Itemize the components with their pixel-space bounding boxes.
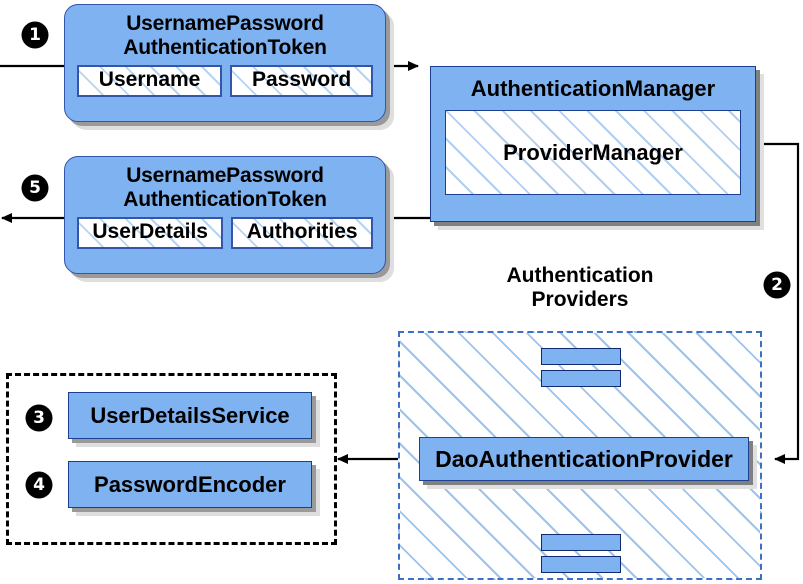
wire-manager-to-provider	[756, 142, 800, 464]
provider-placeholder-bar-2[interactable]	[541, 370, 621, 387]
badge-1: 1	[22, 22, 48, 48]
provider-placeholder-bar-1[interactable]	[541, 348, 621, 365]
badge-5: 5	[22, 175, 48, 201]
provider-placeholder-bar-4[interactable]	[541, 556, 621, 573]
request-token-slots: Username Password	[65, 59, 385, 98]
response-token-title-line2: AuthenticationToken	[123, 187, 327, 211]
providers-group-title-line2: Providers	[531, 287, 629, 311]
dao-authentication-provider-box[interactable]: DaoAuthenticationProvider	[419, 437, 749, 481]
response-token-slot-authorities[interactable]: Authorities	[231, 217, 373, 250]
password-encoder-box[interactable]: PasswordEncoder	[68, 461, 312, 508]
authentication-manager-title: AuthenticationManager	[470, 76, 716, 101]
response-token-slots: UserDetails Authorities	[65, 211, 385, 250]
response-token-title: UsernamePassword AuthenticationToken	[65, 157, 385, 211]
request-token-card[interactable]: UsernamePassword AuthenticationToken Use…	[64, 4, 386, 122]
user-details-service-box[interactable]: UserDetailsService	[68, 392, 312, 439]
badge-3: 3	[26, 405, 52, 431]
request-token-title-line1: UsernamePassword	[126, 12, 324, 35]
request-token-title: UsernamePassword AuthenticationToken	[65, 5, 385, 59]
authentication-manager-box[interactable]: AuthenticationManager ProviderManager	[430, 66, 756, 222]
providers-group-title: Authentication Providers	[455, 264, 705, 312]
badge-4: 4	[26, 472, 52, 498]
provider-placeholder-bar-3[interactable]	[541, 534, 621, 551]
response-token-slot-userdetails[interactable]: UserDetails	[77, 217, 224, 250]
request-token-slot-password[interactable]: Password	[230, 65, 373, 98]
response-token-title-line1: UsernamePassword	[126, 164, 324, 187]
request-token-slot-username[interactable]: Username	[77, 65, 223, 98]
badge-2: 2	[764, 272, 790, 298]
provider-manager-box[interactable]: ProviderManager	[445, 110, 741, 195]
response-token-card[interactable]: UsernamePassword AuthenticationToken Use…	[64, 156, 386, 274]
providers-group-title-line1: Authentication	[506, 264, 654, 287]
request-token-title-line2: AuthenticationToken	[123, 35, 327, 59]
